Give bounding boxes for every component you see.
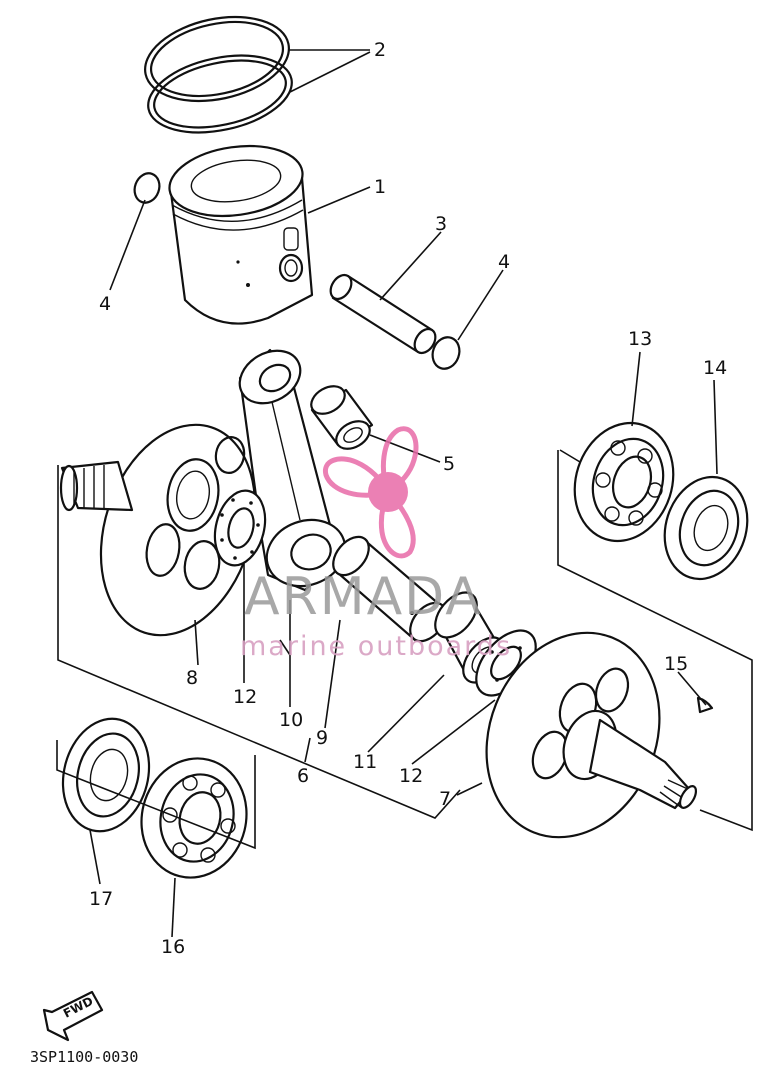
main-bearing-right-inner [573, 421, 675, 543]
callout-11: 11 [353, 751, 377, 773]
callout-12-right: 12 [399, 765, 423, 787]
assembly-bracket-lines [56, 449, 753, 850]
piston-rings [144, 15, 293, 134]
armada-watermark: ARMADA marine outboards [240, 426, 512, 662]
piston [168, 144, 314, 325]
piston-pin [329, 273, 437, 355]
main-bearing-left [140, 757, 248, 879]
oil-seal-right [663, 475, 749, 581]
callout-10: 10 [279, 709, 303, 731]
callout-15: 15 [664, 653, 688, 675]
callout-1: 1 [374, 176, 386, 198]
thrust-washer-left [213, 489, 267, 567]
callout-7: 7 [439, 788, 451, 810]
drawing-code: 3SP1100-0030 [30, 1048, 138, 1066]
callout-17: 17 [89, 888, 113, 910]
callout-2: 2 [374, 39, 386, 61]
callout-4-right: 4 [498, 251, 510, 273]
crank-web-left [59, 423, 257, 637]
callout-14: 14 [703, 357, 727, 379]
piston-pin-clip-right [431, 336, 461, 370]
callout-16: 16 [161, 936, 185, 958]
callout-13: 13 [628, 328, 652, 350]
callout-5: 5 [443, 453, 455, 475]
crank-web-right [485, 631, 698, 839]
propeller-logo-icon [322, 426, 419, 559]
callout-9: 9 [316, 727, 328, 749]
piston-pin-clip-left [133, 172, 161, 204]
leader-lines [89, 49, 718, 938]
callout-numbers: 1 2 3 4 4 5 13 14 15 8 12 10 9 11 12 6 7… [89, 39, 727, 958]
callout-4-left: 4 [99, 293, 111, 315]
callout-6: 6 [297, 765, 309, 787]
propeller-hub-icon [368, 472, 408, 512]
fwd-arrow: FWD [42, 990, 104, 1042]
callout-8: 8 [186, 667, 198, 689]
oil-seal-left [61, 717, 151, 833]
watermark-tagline: marine outboards [240, 631, 512, 662]
callout-12-left: 12 [233, 686, 257, 708]
small-end-bearing [310, 385, 374, 450]
watermark-name: ARMADA [244, 567, 483, 627]
callout-3: 3 [435, 213, 447, 235]
